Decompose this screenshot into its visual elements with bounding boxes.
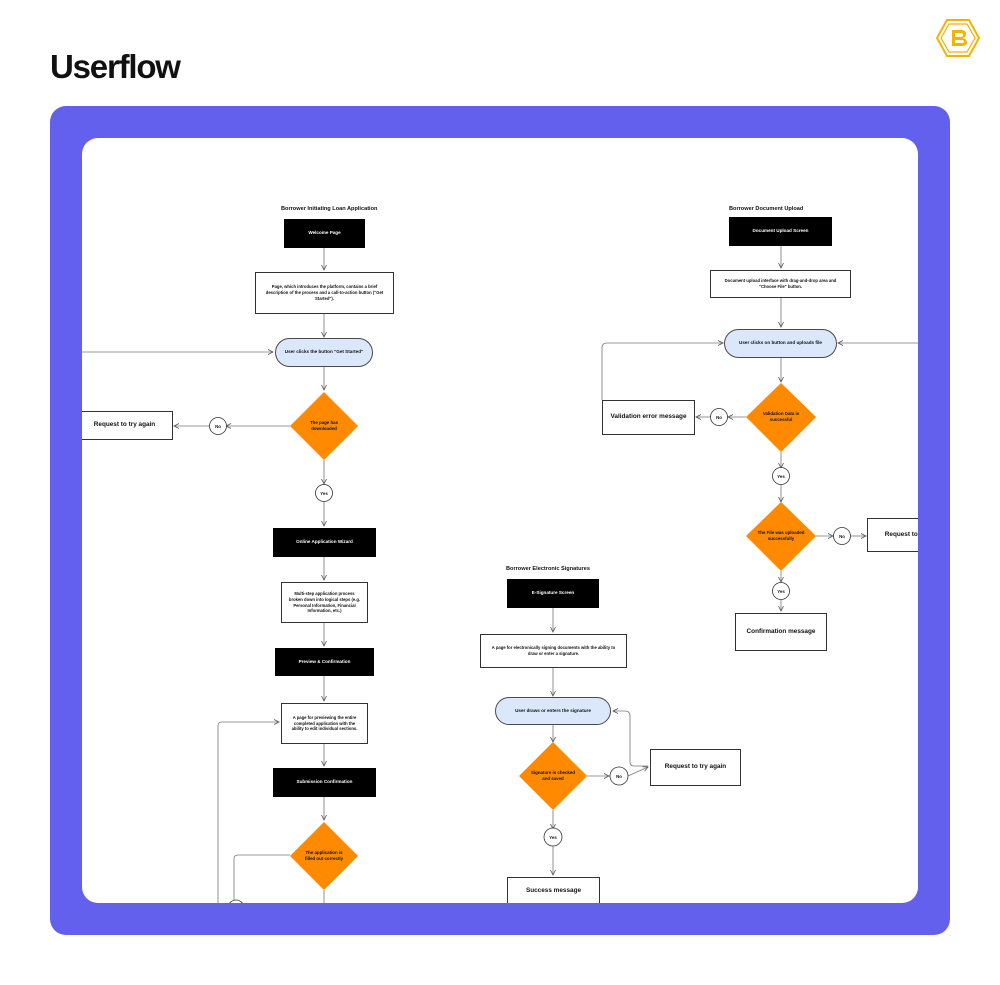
flow-title-electronic-signatures: Borrower Electronic Signatures	[506, 566, 590, 572]
upload-click-node: User clicks on button and uploads file	[724, 329, 837, 358]
wizard-node: Online Application Wizard	[273, 528, 376, 557]
signature-desc-node: A page for electronically signing docume…	[480, 634, 627, 668]
b-hexagon-logo-icon	[936, 19, 980, 57]
flow-title-document-upload: Borrower Document Upload	[729, 206, 804, 212]
document-upload-screen-node: Document Upload Screen	[729, 217, 832, 246]
success-message-node: Success message	[507, 877, 600, 903]
multistep-node: Multi-step application process broken do…	[281, 582, 368, 623]
no-circle	[833, 527, 851, 545]
upload-desc-node: Document upload interface with drag-and-…	[710, 270, 851, 298]
decision-application-correct	[290, 822, 358, 890]
intro-page-node: Page, which introduces the platform, con…	[255, 272, 394, 314]
diagram-frame: Borrower Initiating Loan Application Wel…	[50, 106, 950, 935]
connector-circle	[229, 899, 243, 903]
welcome-page-node: Welcome Page	[284, 219, 365, 248]
decision-application-correct-label: The application is filled out correctly	[304, 849, 344, 861]
get-started-click-node: User clicks the button "Get Started"	[275, 338, 373, 367]
e-signature-screen-node: E-Signature Screen	[507, 579, 599, 608]
preview-desc-node: A page for previewing the entire complet…	[281, 703, 368, 744]
no-label: No	[716, 414, 722, 420]
preview-confirmation-node: Preview & Confirmation	[275, 648, 374, 676]
decision-validation-data-label: Validation Data is successful	[762, 410, 800, 422]
no-circle	[209, 417, 227, 435]
connector-lines	[82, 246, 918, 903]
validation-error-node: Validation error message	[602, 400, 695, 435]
decision-file-uploaded-label: The File was uploaded successfully	[757, 529, 805, 541]
draws-signature-node: User draws or enters the signature	[495, 697, 611, 725]
decision-validation-data	[746, 383, 816, 452]
no-circle	[710, 408, 728, 426]
yes-label: Yes	[320, 490, 328, 496]
submission-confirmation-node: Submission Confirmation	[273, 768, 376, 797]
decision-signature-saved-label: Signature is checked and saved	[531, 769, 575, 781]
no-label: No	[616, 773, 622, 779]
yes-circle	[315, 484, 333, 502]
decision-signature-saved	[519, 742, 587, 810]
yes-circle	[772, 467, 790, 485]
yes-circle	[772, 582, 790, 600]
yes-label: Yes	[777, 588, 785, 594]
no-label: No	[839, 533, 845, 539]
retry-node-1: Request to try again	[82, 411, 173, 440]
confirmation-message-node: Confirmation message	[735, 613, 827, 651]
yes-circle	[543, 827, 563, 847]
retry-node-3: Request to try again	[650, 749, 741, 786]
decision-page-downloaded-label: The page has downloaded	[309, 419, 339, 431]
no-circle	[609, 766, 629, 786]
diagram-canvas: Borrower Initiating Loan Application Wel…	[82, 138, 918, 903]
decision-file-uploaded	[746, 502, 816, 571]
no-label: No	[215, 423, 221, 429]
page-title: Userflow	[50, 48, 181, 85]
yes-label: Yes	[777, 473, 785, 479]
retry-node-2: Request to try again	[867, 518, 918, 552]
decision-page-downloaded	[290, 392, 358, 460]
flow-title-loan-application: Borrower Initiating Loan Application	[281, 206, 378, 212]
yes-label: Yes	[549, 834, 557, 840]
